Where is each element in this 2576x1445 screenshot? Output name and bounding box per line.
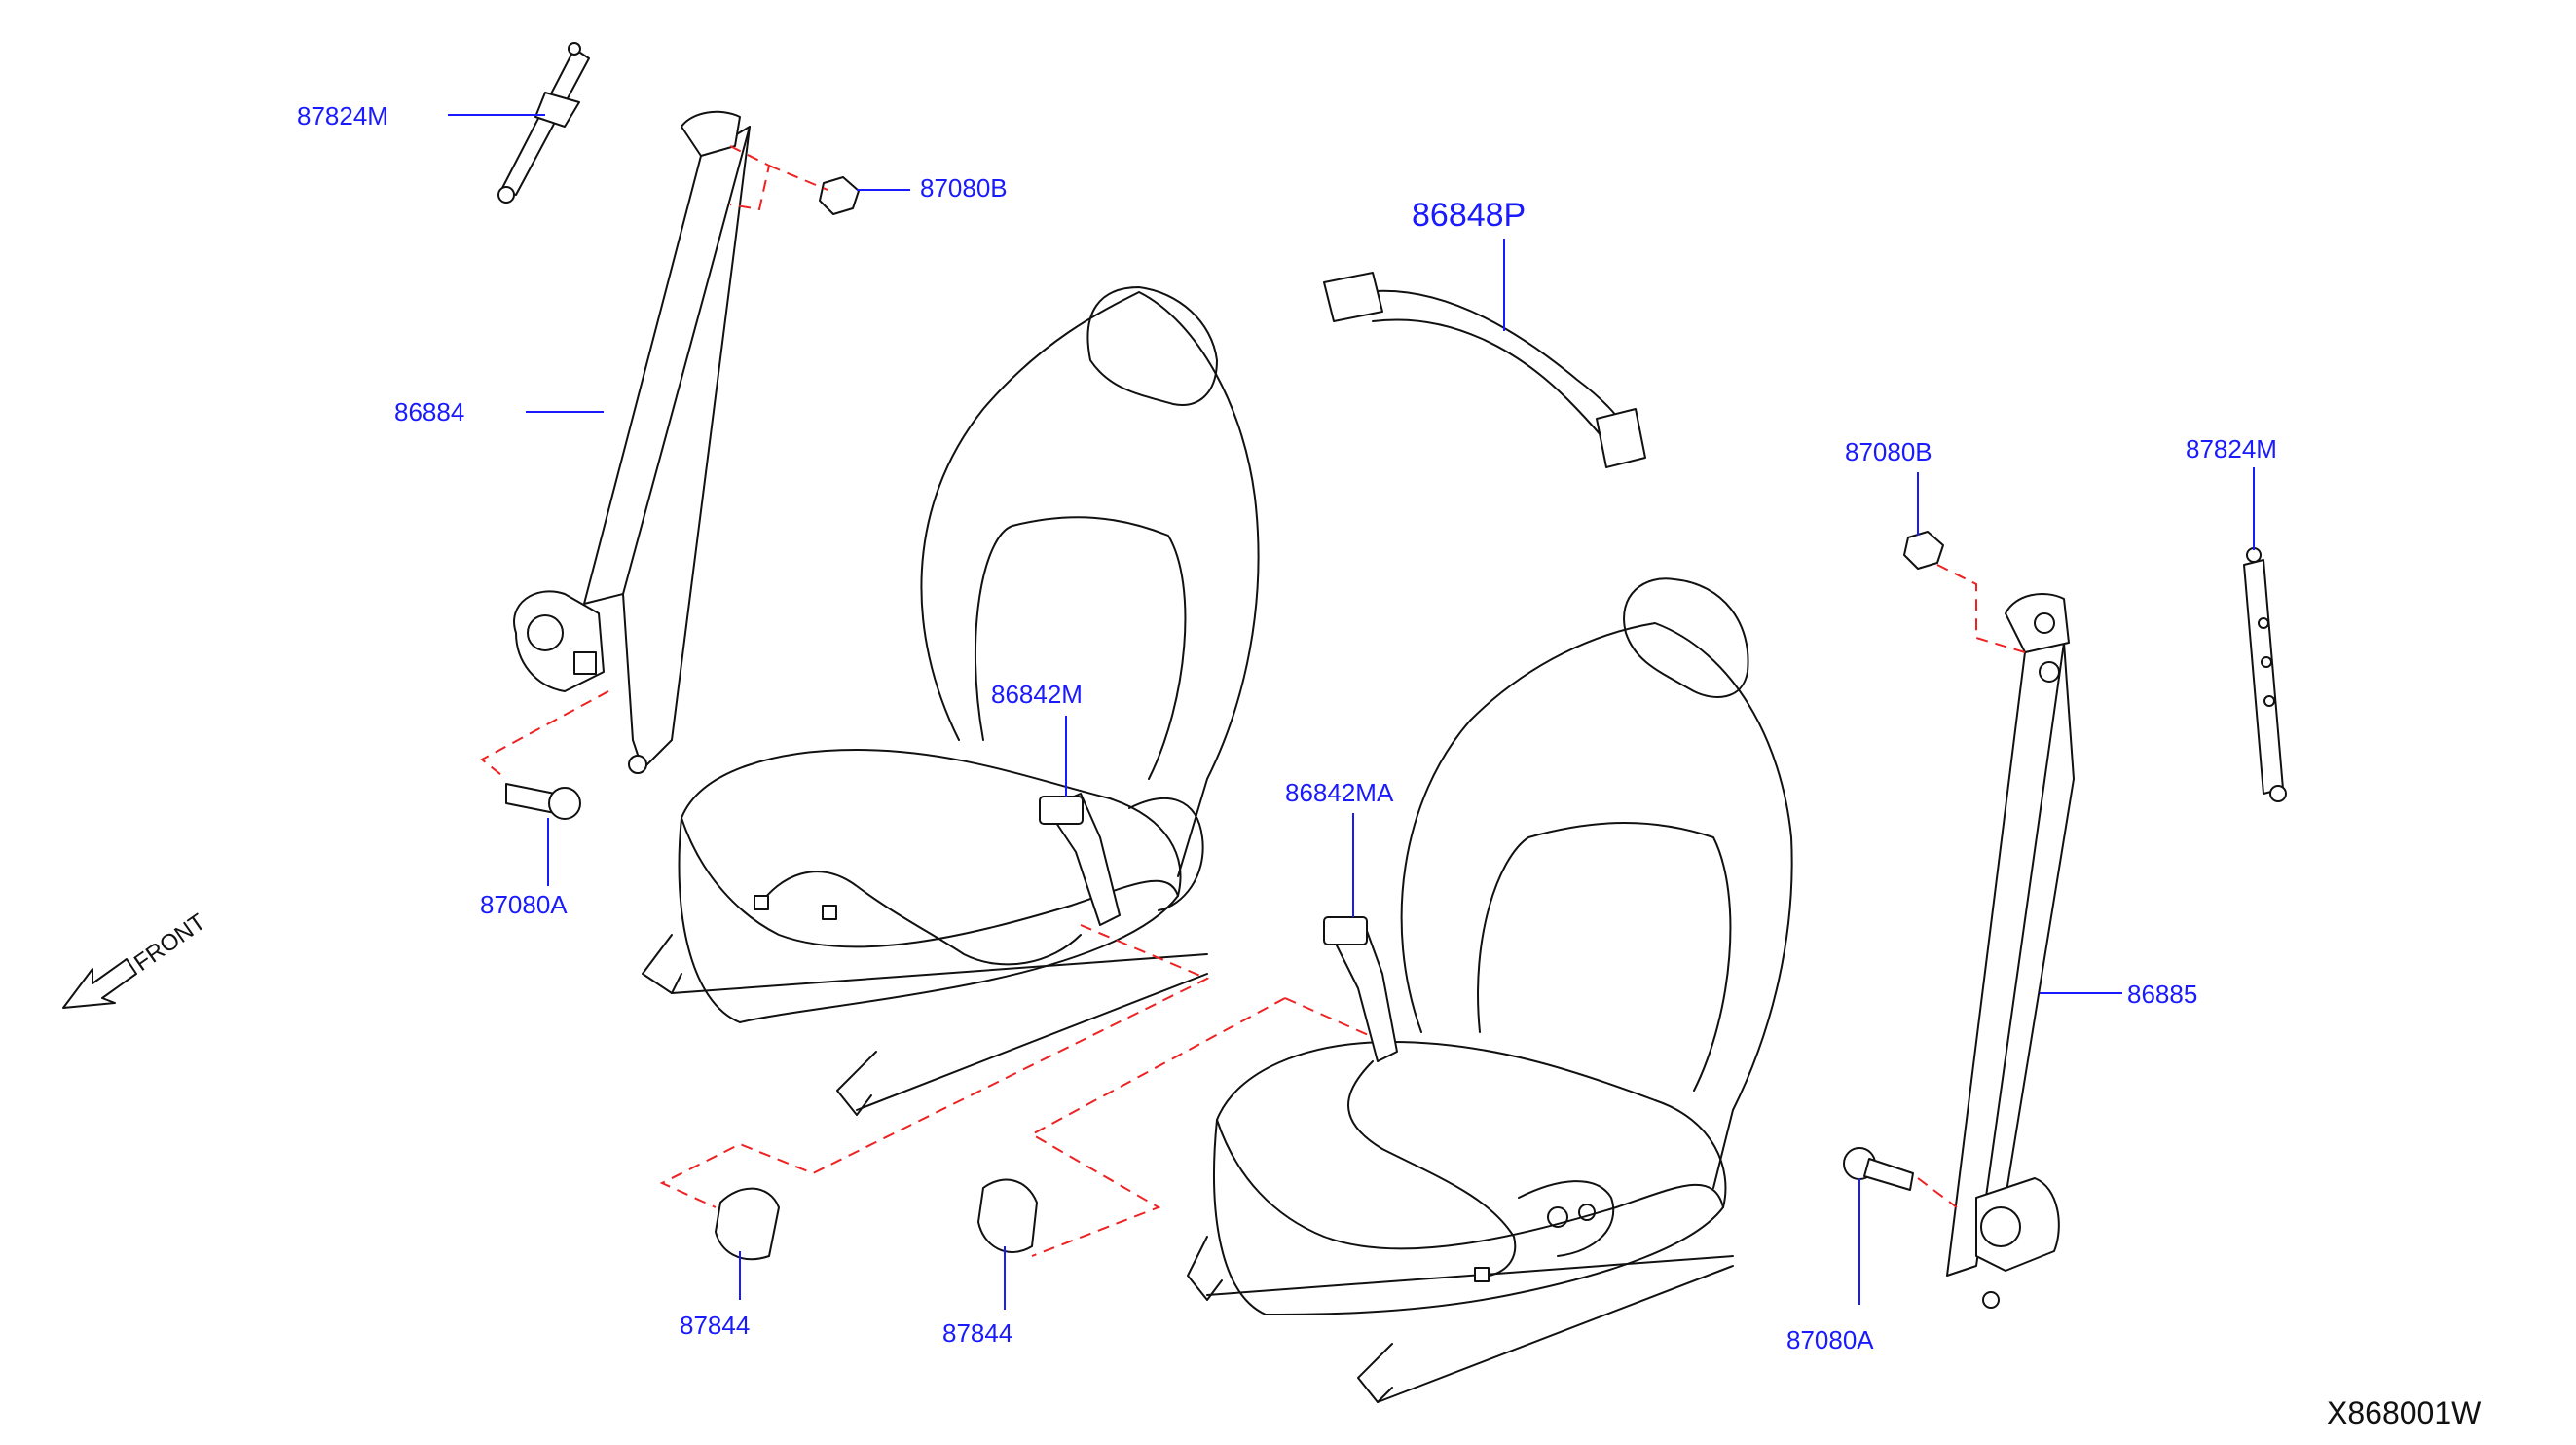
- bolt-lower-right-part: [1843, 1147, 1914, 1191]
- bracket-upper-left-part: [497, 42, 590, 204]
- label-nut-right: 87080B: [1845, 437, 1932, 466]
- label-bracket-upper-left: 87824M: [297, 101, 388, 130]
- nut-upper-left-part: [819, 176, 860, 215]
- label-buckle-right: 86842MA: [1285, 778, 1394, 807]
- diagram-code: X868001W: [2327, 1395, 2482, 1430]
- belt-assembly-left: [513, 110, 751, 774]
- label-tongue: 86848P: [1412, 197, 1526, 234]
- bracket-right-part: [2243, 547, 2287, 802]
- nut-right-part: [1903, 531, 1944, 570]
- part-labels: 87824M 87080B 86848P 86884 86842M 87080A…: [297, 101, 2277, 1354]
- right-seat-illustration: [1187, 577, 1793, 1403]
- cover-left-part: [715, 1187, 780, 1261]
- label-belt-front-left: 86884: [394, 397, 464, 426]
- label-cover-left: 87844: [680, 1311, 750, 1340]
- label-nut-upper-left: 87080B: [920, 173, 1008, 203]
- tongue-part: [1323, 272, 1646, 468]
- belt-assembly-right: [1946, 593, 2075, 1309]
- buckle-left-part: [1039, 793, 1121, 926]
- label-buckle-left: 86842M: [991, 680, 1083, 709]
- label-bolt-lower-left: 87080A: [480, 890, 568, 919]
- label-cover-center: 87844: [942, 1318, 1012, 1348]
- label-bolt-lower-right: 87080A: [1786, 1325, 1874, 1354]
- label-bracket-right: 87824M: [2186, 434, 2277, 463]
- front-indicator-label: FRONT: [129, 908, 210, 977]
- front-arrow-icon: [62, 958, 137, 1009]
- leader-lines: [448, 114, 2255, 1310]
- label-belt-front-right: 86885: [2127, 980, 2197, 1009]
- left-seat-illustration: [642, 286, 1260, 1116]
- cover-center-part: [977, 1178, 1038, 1253]
- dashed-assembly-links: [480, 145, 2026, 1257]
- bolt-lower-left-part: [505, 783, 581, 820]
- front-indicator: FRONT: [62, 908, 210, 1009]
- buckle-right-part: [1323, 916, 1398, 1062]
